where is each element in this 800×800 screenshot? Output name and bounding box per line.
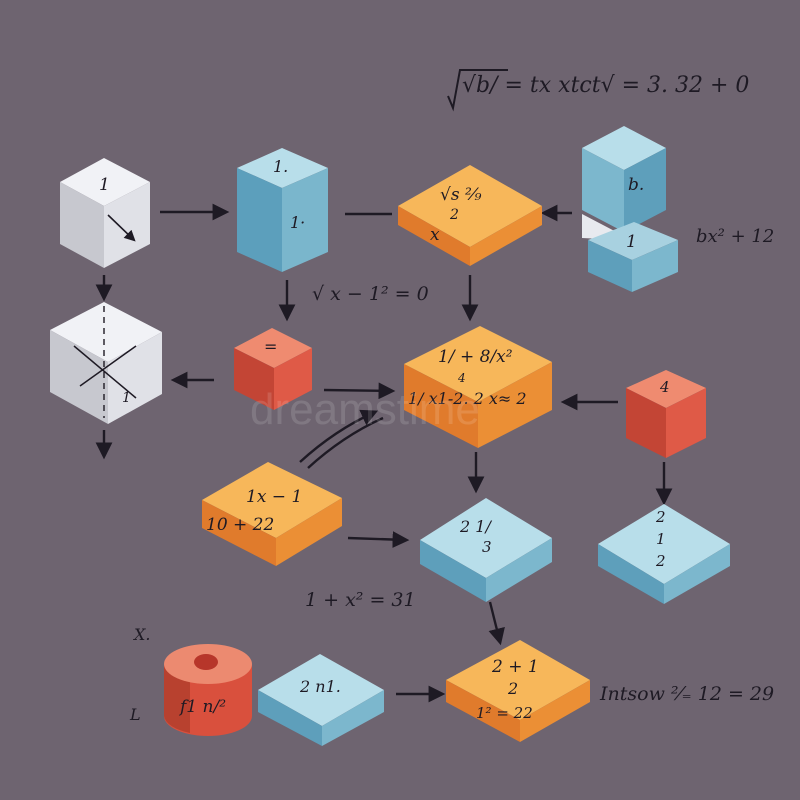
- orange-bottom-line3: 1² = 22: [476, 704, 533, 722]
- equation-bottom-right: Intsow ²⁄₌ 12 = 29: [599, 683, 774, 705]
- blue-cube-top: 1. 1·: [237, 148, 328, 272]
- orange-block-left: 1x − 1 10 + 22: [202, 462, 342, 566]
- red-cube-mid-label: =: [264, 337, 277, 356]
- orange-block-center: 1/ + 8/x² 4 1/ x1-2. 2 x≈ 2: [404, 326, 552, 448]
- blue-bottom-label: 2 n1.: [299, 677, 341, 696]
- equation-lower: 1 + x² = 31: [305, 589, 416, 611]
- arrow-blue-center-down: [488, 601, 505, 646]
- orange-left-line1: 1x − 1: [246, 487, 302, 507]
- orange-left-line2: 10 + 22: [206, 515, 274, 535]
- red-cube-right: 4: [626, 370, 706, 458]
- red-cylinder: f1 n/² X. L: [129, 625, 252, 736]
- orange-bottom-line2: 2: [507, 679, 518, 698]
- blue-slab-bottom: 2 n1.: [258, 654, 384, 746]
- equation-top: √b/ = tx xtct√ = 3. 32 + 0: [462, 73, 749, 98]
- grey-cube-mid: 1: [50, 302, 162, 424]
- orange-center-line2: 4: [457, 371, 466, 385]
- orange-top-line2: 2: [449, 207, 459, 223]
- arrow-orange-left-to-blue: [347, 531, 410, 548]
- sqrt-sign: [447, 69, 508, 112]
- orange-center-line3: 1/ x1-2. 2 x≈ 2: [408, 389, 527, 408]
- orange-center-line1: 1/ + 8/x²: [438, 347, 513, 367]
- orange-top-line1: √s ²⁄₉: [440, 185, 482, 205]
- blue-center-line2: 3: [482, 538, 492, 556]
- cylinder-note-bottom: L: [129, 705, 141, 724]
- arrows: [95, 203, 673, 703]
- blue-right-line1: 2: [655, 508, 666, 526]
- orange-top-line3: x: [430, 225, 440, 245]
- red-cube-mid: =: [234, 328, 312, 410]
- watermark: dreamstime: [250, 385, 480, 434]
- orange-block-top: √s ²⁄₉ 2 x: [398, 165, 542, 266]
- orange-block-bottom: 2 + 1 2 1² = 22: [446, 640, 590, 742]
- blue-cube-top-label-top: 1.: [273, 157, 288, 176]
- red-cube-right-label: 4: [659, 378, 670, 396]
- orange-bottom-line1: 2 + 1: [491, 657, 539, 677]
- blue-stack-lower-label: 1: [626, 232, 637, 252]
- arrow-red-to-orange: [323, 382, 396, 400]
- blue-slab-right: 2 1 2: [598, 504, 730, 604]
- equations: √b/ = tx xtct√ = 3. 32 + 0 bx² + 12 √ x …: [305, 69, 774, 705]
- cylinder-label: f1 n/²: [178, 697, 226, 717]
- cylinder-note-top: X.: [132, 625, 150, 644]
- arrow-curve-2: [307, 416, 384, 469]
- blue-slab-center: 2 1/ 3: [420, 498, 552, 602]
- blue-cube-top-label-face: 1·: [290, 213, 305, 232]
- blue-right-line3: 2: [655, 552, 666, 570]
- blue-stack: b. 1: [582, 126, 678, 292]
- blue-right-line2: 1: [656, 530, 666, 548]
- grey-cube-mid-label: 1: [122, 390, 131, 406]
- equation-middle: √ x − 1² = 0: [312, 283, 429, 305]
- grey-cube-top-label: 1: [99, 175, 110, 195]
- blue-center-line1: 2 1/: [459, 517, 492, 536]
- arrow-curve-1: [299, 409, 379, 463]
- equation-right-blue: bx² + 12: [696, 226, 774, 247]
- blue-stack-upper-label: b.: [628, 175, 644, 195]
- grey-cube-top: 1: [60, 158, 150, 268]
